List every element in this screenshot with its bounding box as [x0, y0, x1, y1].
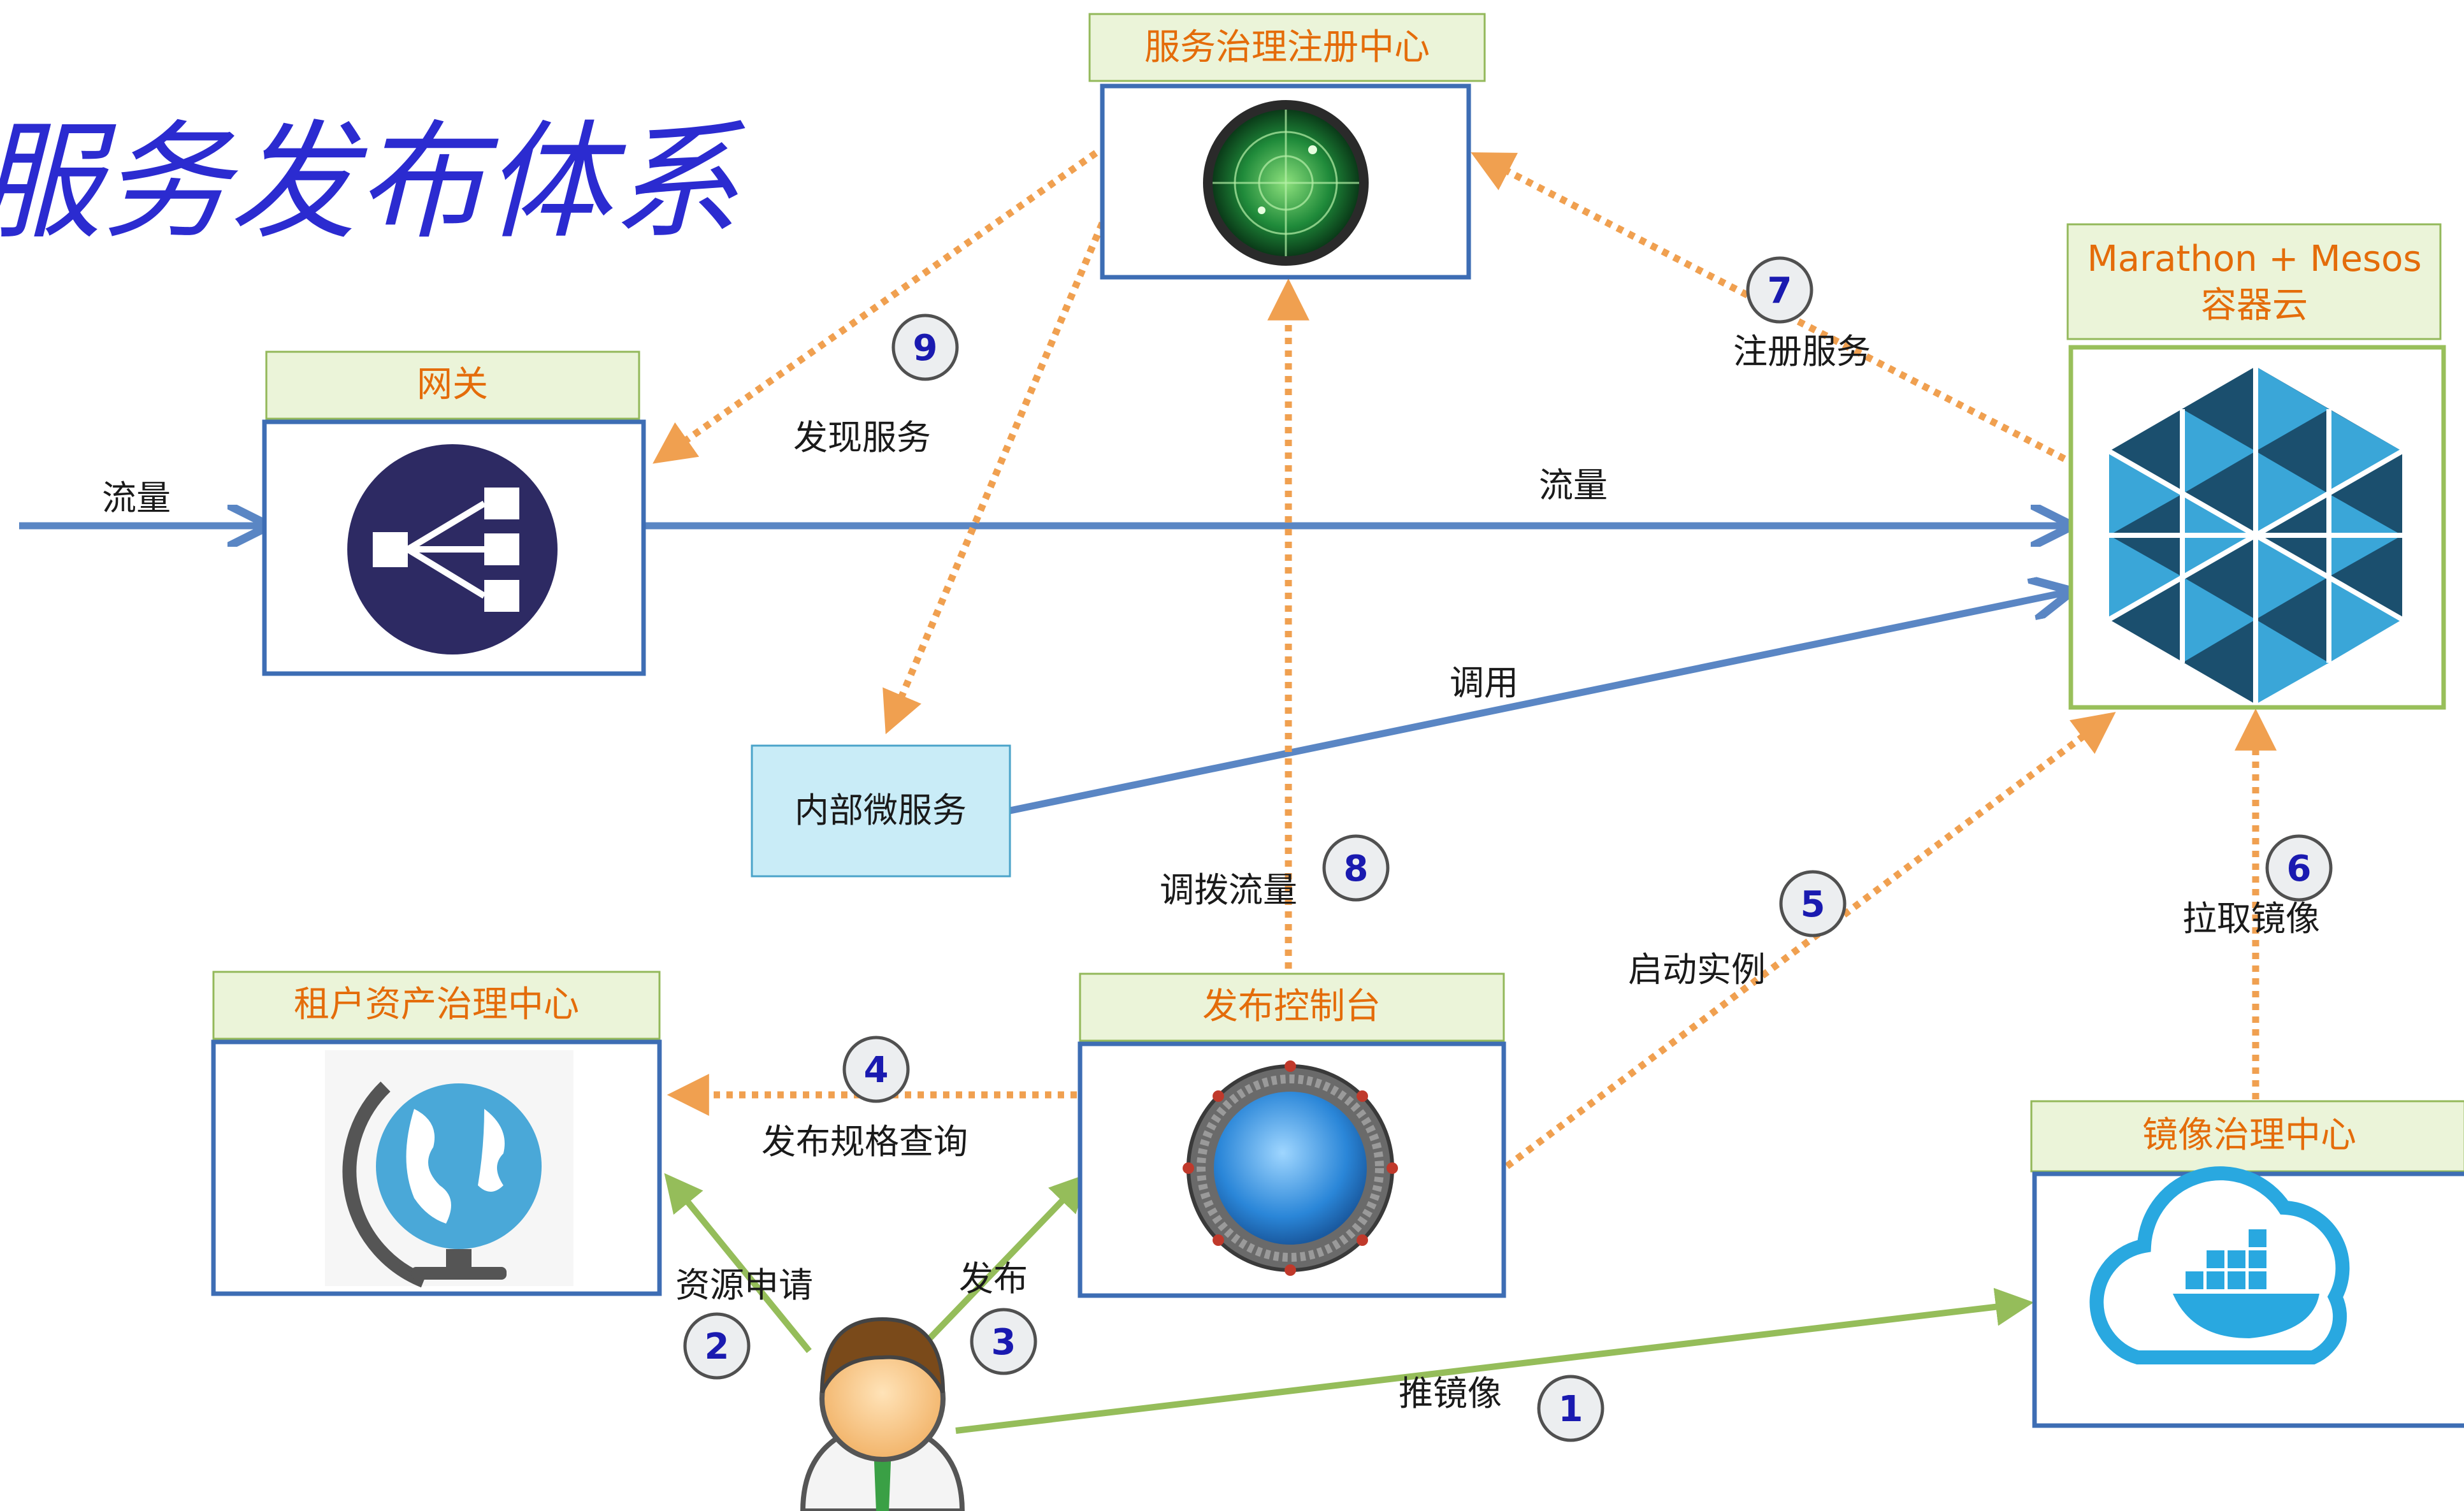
svg-text:1: 1 [1559, 1389, 1583, 1430]
push-image-arrow [955, 1287, 2034, 1434]
svg-text:6: 6 [2287, 848, 2312, 890]
load-balancer-icon [347, 444, 558, 654]
step-badge-8: 8 [1322, 834, 1390, 902]
traffic-in-label: 流量 [102, 478, 171, 518]
internal-service-box [751, 744, 1011, 878]
tenant-label: 租户资产治理中心 [294, 984, 579, 1025]
pull-image-label: 拉取镜像 [2182, 899, 2320, 939]
marathon-label-line2: 容器云 [2201, 285, 2308, 326]
register-label: 注册服务 [1733, 331, 1871, 372]
gateway-label: 网关 [417, 364, 488, 405]
resource-apply-arrow [664, 1173, 812, 1354]
step-badge-3: 3 [970, 1308, 1037, 1375]
registry-header [1088, 13, 1486, 82]
step-badge-2: 2 [683, 1312, 751, 1380]
svg-text:9: 9 [913, 328, 938, 369]
image-center-node[interactable]: 镜像治理中心 [2030, 1100, 2464, 1428]
publish-arrow [915, 1173, 1089, 1354]
console-node[interactable]: 发布控制台 [1077, 972, 1506, 1298]
invoke-label: 调用 [1450, 663, 1518, 703]
step-badge-6: 6 [2265, 834, 2333, 902]
step-badge-9: 9 [891, 314, 959, 381]
push-image-label: 推镜像 [1399, 1373, 1502, 1413]
register-arrow [1471, 152, 2066, 462]
portal-icon [1183, 1060, 1398, 1276]
step-badge-4: 4 [842, 1036, 910, 1103]
console-label: 发布控制台 [1202, 986, 1381, 1027]
docker-cloud-icon [2089, 1166, 2350, 1364]
publish-label: 发布 [959, 1259, 1028, 1299]
invoke-arrow [1009, 593, 2064, 814]
resource-apply-label: 资源申请 [675, 1265, 813, 1305]
step-badge-1: 1 [1537, 1375, 1604, 1442]
start-instance-arrow [1504, 712, 2116, 1169]
gateway-header [265, 351, 640, 420]
marathon-header [2066, 223, 2442, 340]
svg-text:5: 5 [1801, 884, 1826, 925]
page-title: 服务发布体系 [0, 108, 746, 257]
console-header [1079, 972, 1505, 1042]
adjust-traffic-label: 调拨流量 [1160, 870, 1297, 910]
gateway-node[interactable]: 网关 [262, 351, 646, 676]
hexagon-cloud-icon [2108, 366, 2403, 704]
discover-arrow-internal [883, 221, 1106, 735]
image-center-label: 镜像治理中心 [2142, 1115, 2356, 1156]
spec-query-label: 发布规格查询 [761, 1122, 968, 1162]
discover-label: 发现服务 [793, 417, 931, 458]
tenant-node[interactable]: 租户资产治理中心 [211, 971, 662, 1296]
step-badge-7: 7 [1746, 256, 1813, 324]
tenant-header [212, 971, 661, 1040]
svg-text:8: 8 [1344, 848, 1369, 890]
svg-text:4: 4 [864, 1050, 889, 1091]
user-avatar-icon [800, 1317, 965, 1511]
marathon-label-line1: Marathon + Mesos [2087, 238, 2421, 280]
registry-node[interactable]: 服务治理注册中心 [1088, 13, 1486, 280]
svg-text:7: 7 [1768, 270, 1792, 312]
traffic-out-label: 流量 [1539, 465, 1608, 505]
globe-icon [325, 1050, 573, 1288]
marathon-node[interactable]: Marathon + Mesos 容器云 [2066, 223, 2446, 710]
internal-service-label: 内部微服务 [795, 790, 967, 830]
svg-text:2: 2 [705, 1326, 730, 1368]
image-center-header [2030, 1100, 2464, 1173]
registry-label: 服务治理注册中心 [1144, 27, 1430, 68]
step-badge-5: 5 [1779, 870, 1847, 937]
start-instance-label: 启动实例 [1628, 950, 1766, 990]
svg-text:3: 3 [991, 1322, 1016, 1363]
internal-service-node[interactable]: 内部微服务 [751, 744, 1011, 878]
radar-icon [1203, 100, 1369, 266]
